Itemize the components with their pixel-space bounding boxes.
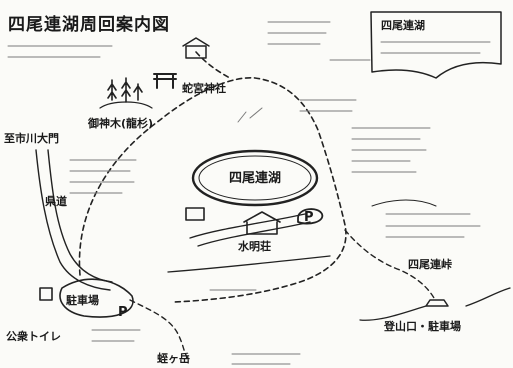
pass-label: 四尾連峠 — [408, 257, 452, 271]
main-lot-outline — [59, 278, 134, 318]
hill-label: 蛭ヶ岳 — [157, 351, 190, 365]
prefectural-road — [35, 149, 113, 291]
lodge-label: 水明荘 — [238, 239, 271, 253]
cedar-label: 御神木(龍杉) — [87, 116, 153, 130]
shrine-icon — [153, 37, 210, 89]
pass-trail — [344, 229, 435, 299]
lake-label: 四尾連湖 — [229, 170, 281, 186]
lake-outline — [191, 149, 319, 207]
shrine-label: 蛇宮神社 — [182, 81, 226, 95]
lodge-icon — [243, 211, 281, 235]
inset-title: 四尾連湖 — [381, 18, 425, 32]
cedar-tree-icon — [99, 77, 153, 109]
north-direction-label: 至市川大門 — [4, 131, 59, 145]
inset-box: 四尾連湖 — [370, 11, 502, 79]
hill-contour — [371, 199, 437, 207]
shrine-path — [195, 51, 231, 79]
toilet-label: 公衆トイレ — [6, 329, 61, 343]
intro-notes — [7, 21, 331, 58]
map-title: 四尾連湖周回案内図 — [8, 14, 170, 35]
hill-trail — [129, 299, 189, 359]
trailhead-label: 登山口・駐車場 — [383, 319, 461, 333]
parking-sign-lodge: P — [297, 208, 324, 225]
lot-label: 駐車場 — [66, 293, 99, 307]
hut-icon — [185, 207, 205, 221]
svg-text:P: P — [304, 210, 314, 225]
car-icon — [425, 299, 449, 307]
scribble-notes — [69, 59, 481, 365]
lakeside-road-low — [167, 255, 331, 273]
parking-sign-main: P — [118, 305, 128, 320]
toilet-icon — [39, 287, 53, 301]
trailhead-road — [359, 287, 511, 321]
loop-trail — [78, 77, 347, 303]
lake-inner — [198, 155, 312, 201]
road-label: 県道 — [45, 194, 67, 208]
